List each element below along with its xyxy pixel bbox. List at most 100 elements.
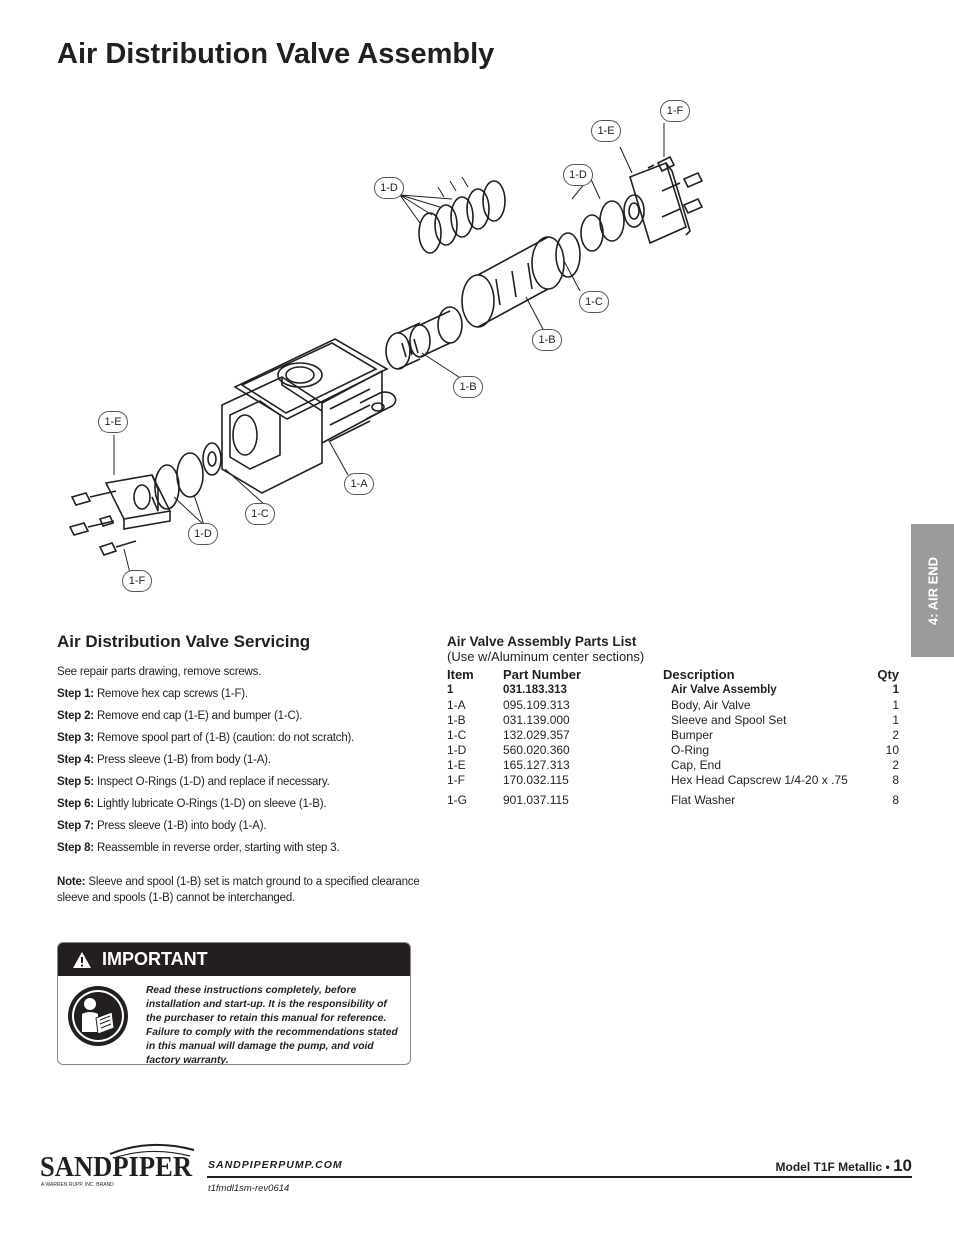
step-text: Lightly lubricate O-Rings (1-D) on sleev… [96,798,327,810]
step-6: Step 6: Lightly lubricate O-Rings (1-D) … [57,796,447,812]
warning-icon [73,951,91,968]
step-text: Press sleeve (1-B) into body (1-A). [96,820,267,832]
cell-item: 1 [447,683,454,696]
model-page-label: Model T1F Metallic • 10 [776,1156,912,1176]
cell-qty: 1 [892,683,899,696]
callout-1-d-left: 1-D [374,177,404,199]
important-heading: IMPORTANT [102,949,208,969]
callout-1-a: 1-A [344,473,374,495]
cell-qty: 10 [885,742,899,757]
servicing-heading: Air Distribution Valve Servicing [57,632,311,651]
servicing-note: Note: Sleeve and spool (1-B) set is matc… [57,874,447,906]
cell-part-number: 095.109.313 [503,697,570,712]
exploded-view-diagram: 1-F 1-E 1-D 1-D 1-C 1-B 1-B 1-A 1-E 1-C … [60,95,740,605]
important-header: IMPORTANT [58,943,410,976]
step-5: Step 5: Inspect O-Rings (1-D) and replac… [57,774,447,790]
note-label: Note: [57,876,86,888]
cell-qty: 1 [892,697,899,712]
end-cap-right [623,161,691,245]
cell-item: 1-E [447,757,466,772]
step-4: Step 4: Press sleeve (1-B) from body (1-… [57,752,447,768]
cell-part-number: 132.029.357 [503,727,570,742]
cell-item: 1-F [447,772,465,787]
svg-text:A WARREN RUPP, INC. BRAND: A WARREN RUPP, INC. BRAND [41,1182,114,1188]
step-text: Remove end cap (1-E) and bumper (1-C). [96,710,303,722]
callout-1-b-sleeve: 1-B [532,329,562,351]
cell-description: Bumper [671,727,714,742]
spool [385,306,463,370]
parts-table-header: Item Part Number Description Qty [447,666,899,682]
important-text: Read these instructions completely, befo… [146,985,398,1065]
side-tab-label: 4: AIR END [925,556,940,625]
step-label: Step 8: [57,842,94,854]
table-row: 1-E 165.127.313 Cap, End 2 [447,757,899,772]
callout-1-b-spool: 1-B [453,376,483,398]
parts-list-subtitle: (Use w/Aluminum center sections) [447,649,645,664]
cell-description: O-Ring [671,742,710,757]
cell-item: 1-B [447,712,466,727]
servicing-intro: See repair parts drawing, remove screws. [57,666,262,678]
step-text: Remove spool part of (1-B) (caution: do … [96,732,355,744]
cell-part-number: 031.139.000 [503,712,570,727]
callout-1-c-right: 1-C [579,291,609,313]
footer-divider [207,1176,912,1178]
callout-1-c-left: 1-C [245,503,275,525]
cell-qty: 8 [892,792,899,807]
cell-item: 1-A [447,697,466,712]
cell-part-number: 560.020.360 [503,742,570,757]
model-name: Model T1F Metallic • [775,1160,890,1174]
parts-table: Item Part Number Description Qty 1 031.1… [447,666,899,807]
table-row: 1-D 560.020.360 O-Ring 10 [447,742,899,757]
cell-part-number: 901.037.115 [503,792,569,807]
valve-body [221,338,397,494]
table-row: 1-B 031.139.000 Sleeve and Spool Set 1 [447,712,899,727]
note-text: Sleeve and spool (1-B) set is match grou… [57,876,420,904]
step-label: Step 3: [57,732,94,744]
table-row: 1-C 132.029.357 Bumper 2 [447,727,899,742]
important-notice: IMPORTANT Read these instructions comple… [57,942,411,1065]
page-title: Air Distribution Valve Assembly [57,38,495,70]
website-link[interactable]: SANDPIPERPUMP.COM [208,1159,343,1171]
header-item: Item [447,666,474,682]
step-2: Step 2: Remove end cap (1-E) and bumper … [57,708,447,724]
step-3: Step 3: Remove spool part of (1-B) (caut… [57,730,447,746]
document-revision: t1fmdl1sm-rev0614 [208,1183,290,1194]
step-label: Step 7: [57,820,94,832]
cell-item: 1-G [447,792,468,807]
cell-part-number: 165.127.313 [503,757,570,772]
step-7: Step 7: Press sleeve (1-B) into body (1-… [57,818,447,834]
cell-description: Sleeve and Spool Set [671,712,787,727]
cell-item: 1-D [447,742,467,757]
table-row: 1-G 901.037.115 Flat Washer 8 [447,787,899,807]
cell-qty: 8 [892,772,899,787]
callout-1-e-left: 1-E [98,411,128,433]
servicing-section: Air Distribution Valve Servicing See rep… [57,632,447,912]
step-text: Press sleeve (1-B) from body (1-A). [96,754,271,766]
cell-part-number: 170.032.115 [503,772,569,787]
step-text: Remove hex cap screws (1-F). [96,688,248,700]
callout-1-d-bottom: 1-D [188,523,218,545]
step-label: Step 2: [57,710,94,722]
header-description: Description [663,666,735,682]
cell-description: Body, Air Valve [671,697,751,712]
cell-qty: 1 [892,712,899,727]
read-manual-icon [66,984,132,1064]
svg-text:SANDPIPER: SANDPIPER [40,1152,193,1183]
step-text: Inspect O-Rings (1-D) and replace if nec… [96,776,330,788]
cell-item: 1-C [447,727,467,742]
section-side-tab: 4: AIR END [911,524,954,657]
callout-1-d-right: 1-D [563,164,593,186]
callout-1-f-bottom: 1-F [122,570,152,592]
step-label: Step 4: [57,754,94,766]
page-number: 10 [893,1156,912,1175]
step-label: Step 5: [57,776,94,788]
parts-list-section: Air Valve Assembly Parts List (Use w/Alu… [447,634,899,807]
step-label: Step 6: [57,798,94,810]
step-label: Step 1: [57,688,94,700]
parts-list-title: Air Valve Assembly Parts List [447,634,637,649]
step-8: Step 8: Reassemble in reverse order, sta… [57,840,447,856]
callout-1-f-top: 1-F [660,100,690,122]
cell-description: Cap, End [671,757,722,772]
step-text: Reassemble in reverse order, starting wi… [96,842,340,854]
step-1: Step 1: Remove hex cap screws (1-F). [57,686,447,702]
